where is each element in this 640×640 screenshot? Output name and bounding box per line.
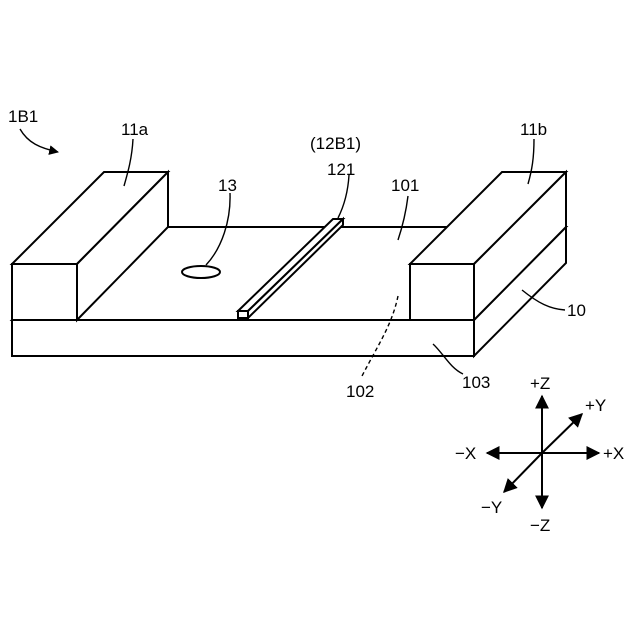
axis-label-plus-y: +Y <box>585 396 606 415</box>
axis-label-minus-x: −X <box>455 444 476 463</box>
axis-label-minus-z: −Z <box>530 516 550 535</box>
label-hole: 13 <box>218 176 237 195</box>
label-block-a: 11a <box>121 120 149 139</box>
label-block-b: 11b <box>520 120 547 139</box>
label-side-surface: 103 <box>462 373 490 392</box>
label-inner-surface: 102 <box>346 382 374 401</box>
axis-label-plus-x: +X <box>603 444 624 463</box>
label-device: 1B1 <box>8 107 38 126</box>
substrate-front-face <box>12 320 474 356</box>
axis-minus-y-arrow <box>504 453 542 492</box>
label-ridge: 121 <box>327 160 355 179</box>
block-11b <box>410 172 566 320</box>
label-ridge-group: (12B1) <box>310 134 361 153</box>
label-top-surface: 101 <box>391 176 419 195</box>
label-substrate: 10 <box>567 301 586 320</box>
axis-label-minus-y: −Y <box>481 498 502 517</box>
axis-plus-y-arrow <box>542 414 582 453</box>
axis-label-plus-z: +Z <box>530 374 550 393</box>
axis-indicator: +Z −Z +X −X +Y −Y <box>455 374 624 535</box>
